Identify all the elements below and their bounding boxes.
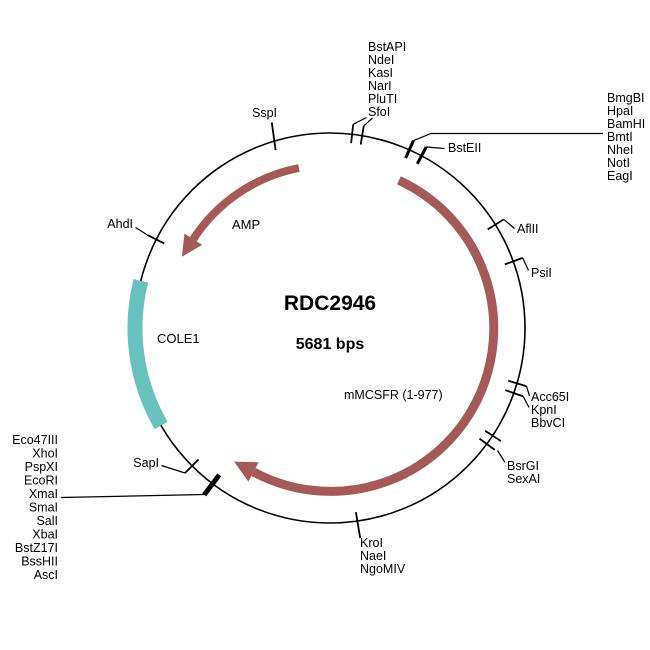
right-stack-leader — [413, 132, 603, 142]
site-label-aflii: AflII — [517, 222, 539, 236]
site-label-bstapi: BstAPI — [368, 40, 406, 54]
feature-labels: AMP COLE1 mMCSFR (1-977) — [157, 217, 443, 402]
site-label-ahdi: AhdI — [107, 217, 133, 231]
top-stack-leader-1 — [352, 116, 367, 125]
aflii-tick — [487, 218, 505, 231]
amp-feature — [181, 164, 300, 257]
site-label-sapi: SapI — [133, 456, 159, 470]
site-label-xhoi: XhoI — [32, 447, 58, 461]
site-label-pluti: PluTI — [368, 92, 397, 106]
plasmid-size-label: 5681 bps — [296, 336, 365, 353]
plasmid-info: RDC2946 5681 bps — [284, 292, 376, 353]
top-stack-leader-2 — [363, 117, 373, 127]
site-label-naei: NaeI — [360, 549, 386, 563]
amp-arrow-arc — [189, 164, 300, 242]
left-stack-tick — [202, 473, 222, 497]
acc-tick-1 — [508, 379, 527, 388]
right-stack-tick — [404, 140, 415, 159]
site-label-hpai: HpaI — [607, 104, 633, 118]
site-label-sali: SalI — [36, 514, 58, 528]
site-label-kroi: KroI — [360, 536, 383, 550]
sspi-tick — [270, 122, 277, 151]
site-label-asci: AscI — [34, 568, 58, 582]
site-label-xmai: XmaI — [29, 487, 58, 501]
cole1-label: COLE1 — [157, 331, 200, 346]
site-label-bbvci: BbvCI — [531, 416, 565, 430]
site-label-bamhi: BamHI — [607, 117, 645, 131]
site-label-bmgbi: BmgBI — [607, 91, 645, 105]
insert-arrowhead — [234, 461, 259, 482]
ahdi-leader — [135, 226, 148, 236]
site-label-bsshii: BssHII — [21, 555, 58, 569]
bstell-leader — [426, 146, 445, 150]
left-stack-leader — [60, 493, 205, 499]
site-label-ecori: EcoRI — [24, 474, 58, 488]
bottom-stack-tick — [355, 512, 362, 539]
site-label-bstell: BstEII — [448, 141, 481, 155]
cole1-arc — [127, 278, 168, 430]
site-label-sfoi: SfoI — [368, 105, 390, 119]
site-label-nhei: NheI — [607, 143, 633, 157]
psii-tick — [504, 257, 523, 266]
restriction-site-marks — [60, 116, 603, 539]
site-label-pspxi: PspXI — [25, 460, 58, 474]
site-label-kasi: KasI — [368, 66, 393, 80]
site-label-xbai: XbaI — [32, 528, 58, 542]
acc-leader-2 — [522, 396, 530, 408]
aflii-leader — [503, 218, 515, 229]
restriction-site-labels: SspI BstAPI NdeI KasI NarI PluTI SfoI Bm… — [12, 40, 645, 582]
amp-arrowhead — [181, 233, 203, 257]
site-label-ndei: NdeI — [368, 53, 394, 67]
sapi-leader — [161, 464, 186, 474]
bsrgi-tick-1 — [484, 429, 502, 442]
psii-leader — [522, 257, 530, 271]
site-label-eco47iii: Eco47III — [12, 433, 58, 447]
sapi-tick — [184, 458, 200, 474]
ahdi-tick — [146, 234, 165, 245]
acc-leader-1 — [525, 386, 531, 397]
top-stack-tick-1 — [350, 124, 355, 144]
insert-label: mMCSFR (1-977) — [344, 388, 443, 402]
site-label-acc65i: Acc65I — [531, 390, 569, 404]
bstell-tick — [415, 146, 428, 165]
site-label-bmti: BmtI — [607, 130, 633, 144]
site-label-bsrgi: BsrGI — [507, 459, 539, 473]
bsrgi-leader — [496, 450, 506, 463]
top-stack-tick-2 — [359, 125, 365, 145]
site-label-kpni: KpnI — [531, 403, 557, 417]
plasmid-name-title: RDC2946 — [284, 292, 376, 315]
site-label-sexai: SexAI — [507, 472, 540, 486]
site-label-ngomiv: NgoMIV — [360, 562, 406, 576]
site-label-eagi: EagI — [607, 169, 633, 183]
amp-label: AMP — [232, 217, 260, 232]
site-label-psii: PsiI — [531, 266, 552, 280]
site-label-nari: NarI — [368, 79, 392, 93]
site-label-sspi: SspI — [252, 106, 277, 120]
site-label-noti: NotI — [607, 156, 630, 170]
insert-arrow-arc — [251, 176, 499, 496]
acc-tick-2 — [505, 389, 524, 398]
site-label-smai: SmaI — [29, 501, 58, 515]
insert-feature — [234, 176, 499, 496]
bsrgi-tick-2 — [478, 437, 496, 451]
site-label-bstz17i: BstZ17I — [15, 541, 58, 555]
